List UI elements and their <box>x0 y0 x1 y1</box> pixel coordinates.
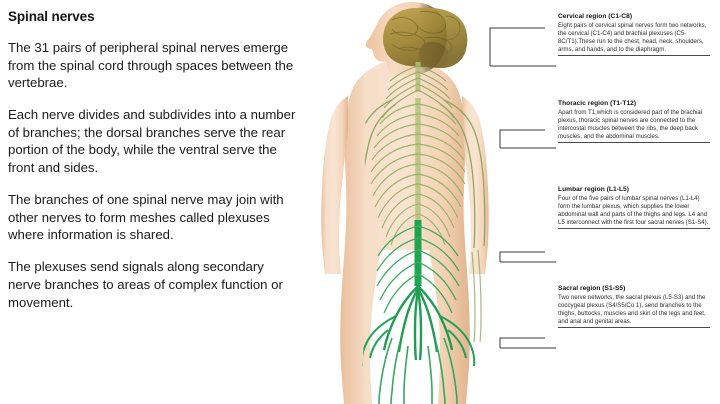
callout-lumbar-body: Four of the five pairs of lumbar spinal … <box>558 195 709 226</box>
callout-cervical-title: Cervical region (C1-C8) <box>558 13 633 20</box>
callout-lumbar: Lumbar region (L1-L5) Four of the five p… <box>558 186 710 230</box>
callout-sacral: Sacral region (S1-S5) Two nerve networks… <box>558 285 710 329</box>
callout-sacral-title: Sacral region (S1-S5) <box>558 285 626 292</box>
cervical-nerves <box>361 62 486 249</box>
callout-sacral-rule <box>558 327 710 329</box>
nerve-network <box>361 62 486 404</box>
callout-sacral-body: Two nerve networks, the sacral plexus (L… <box>558 294 706 325</box>
callout-thoracic-body: Apart from T1,which is considered part o… <box>558 109 703 140</box>
callout-cervical: Cervical region (C1-C8) Eight pairs of c… <box>558 13 710 57</box>
article-paragraph-4: The plexuses send signals along secondar… <box>8 259 283 310</box>
anatomy-illustration <box>300 0 550 404</box>
article-column: Spinal nerves The 31 pairs of peripheral… <box>0 0 300 404</box>
callout-lumbar-rule <box>558 228 710 230</box>
page-title: Spinal nerves <box>8 9 95 24</box>
thoracic-nerves <box>370 98 466 246</box>
callout-thoracic: Thoracic region (T1-T12) Apart from T1,w… <box>558 100 710 144</box>
article-paragraph-3: The branches of one spinal nerve may joi… <box>8 192 284 243</box>
callout-cervical-rule <box>558 55 710 57</box>
callout-cervical-body: Eight pairs of cervical spinal nerves fo… <box>558 22 707 53</box>
article-paragraph-1: The 31 pairs of peripheral spinal nerves… <box>8 40 294 91</box>
callout-thoracic-rule <box>558 142 710 144</box>
callout-lumbar-title: Lumbar region (L1-L5) <box>558 186 630 193</box>
lumbar-nerves <box>376 220 460 314</box>
callout-thoracic-title: Thoracic region (T1-T12) <box>558 100 637 107</box>
brain <box>383 7 468 69</box>
article-paragraph-2: Each nerve divides and subdivides into a… <box>8 107 296 176</box>
